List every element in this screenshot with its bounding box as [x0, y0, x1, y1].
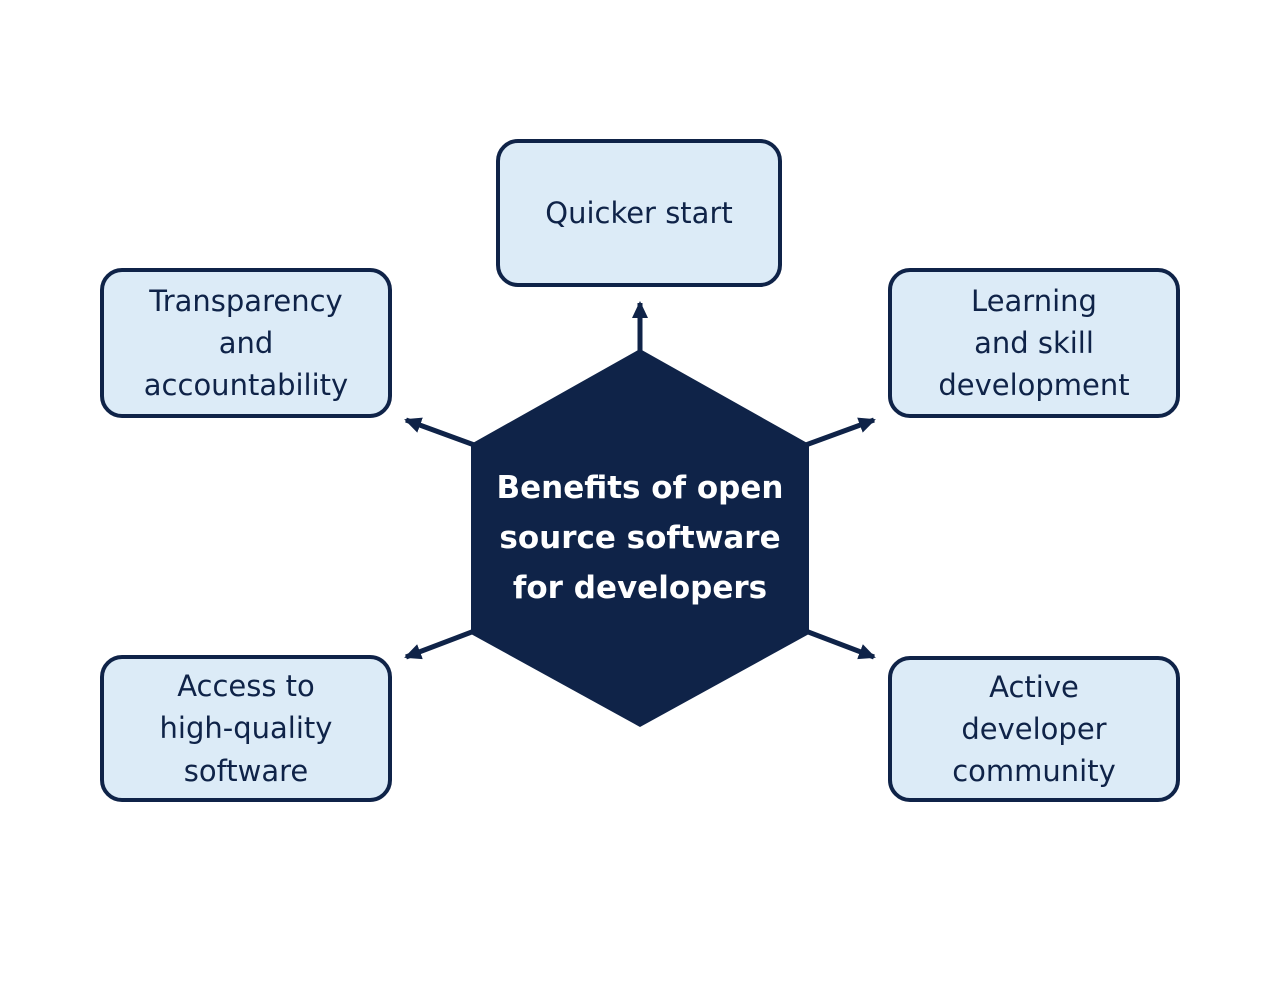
- arrow-to-learning: [802, 417, 876, 449]
- node-quicker-start: Quicker start: [496, 139, 782, 287]
- arrow-to-access: [404, 627, 478, 660]
- node-transparency-and-accountability: Transparency and accountability: [100, 268, 392, 418]
- node-learning-and-skill-development: Learning and skill development: [888, 268, 1180, 418]
- node-access-to-high-quality-software: Access to high-quality software: [100, 655, 392, 802]
- center-hexagon-shape: [471, 349, 809, 727]
- center-hexagon-label: Benefits of open source software for dev…: [496, 469, 784, 607]
- node-active-developer-community: Active developer community: [888, 656, 1180, 802]
- arrow-to-active-community: [802, 627, 876, 660]
- arrow-to-transparency: [404, 417, 478, 449]
